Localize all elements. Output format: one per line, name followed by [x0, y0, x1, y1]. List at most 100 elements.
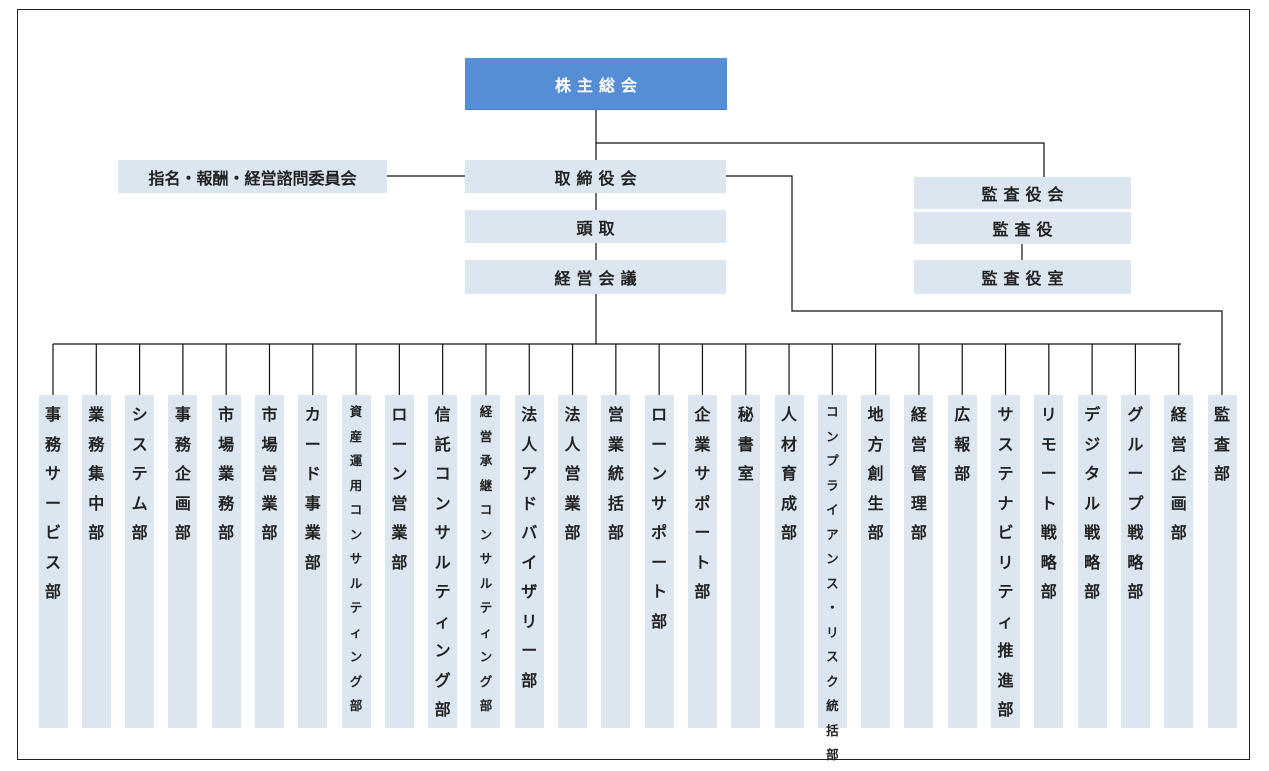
department-char: イ [521, 552, 538, 572]
department-column: 経営企画部 [1164, 395, 1194, 728]
department-column: 事務サービス部 [38, 395, 68, 728]
department-char: 経 [910, 405, 927, 424]
department-char: ス [44, 552, 61, 572]
department-char: ル [479, 575, 493, 591]
department-char: イ [826, 502, 839, 517]
department-char: 進 [997, 670, 1014, 690]
department-char: 部 [910, 523, 927, 542]
department-char: グ [1127, 405, 1144, 424]
department-char: 部 [521, 670, 538, 690]
department-char: ポ [651, 523, 668, 542]
department-char: コ [826, 404, 839, 419]
department-char: ン [826, 428, 839, 444]
department-char: 承 [479, 453, 493, 468]
department-char: ー [521, 641, 538, 660]
department-char: 部 [564, 523, 581, 542]
department-column: ローンサポート部 [644, 395, 674, 728]
department-char: 画 [1170, 493, 1187, 513]
department-char: 理 [910, 493, 927, 513]
department-char: 産 [349, 428, 363, 444]
department-char: サ [349, 551, 363, 566]
department-char: 監 [1213, 405, 1230, 424]
audit-office-label: 監査役室 [981, 269, 1070, 288]
department-char: ン [434, 641, 451, 660]
auditor-label: 監査役 [992, 220, 1059, 239]
department-char: 集 [88, 464, 105, 483]
department-char: 部 [479, 698, 493, 713]
department-char: 書 [737, 434, 754, 454]
department-char: ン [479, 526, 493, 542]
department-char: 部 [997, 700, 1014, 719]
department-char: 部 [1040, 582, 1057, 601]
department-char: 地 [867, 405, 884, 424]
department-char: 事 [44, 405, 61, 424]
department-char: サ [694, 464, 711, 483]
department-char: 戦 [1127, 523, 1144, 542]
department-char: ト [651, 582, 668, 601]
department-char: 部 [131, 523, 148, 542]
board-label: 取締役会 [554, 168, 643, 188]
department-column: グループ戦略部 [1120, 395, 1150, 728]
department-char: 業 [304, 523, 321, 542]
department-char: ス [826, 575, 839, 591]
department-char: 材 [781, 434, 798, 454]
department-char: 部 [391, 552, 408, 572]
department-char: 事 [304, 493, 321, 513]
department-char: 用 [349, 477, 363, 493]
department-char: 画 [174, 493, 191, 513]
department-column: デジタル戦略部 [1077, 395, 1107, 728]
department-char: 部 [1213, 464, 1230, 483]
department-char: 信 [434, 405, 451, 424]
department-char: プ [826, 453, 839, 468]
department-char: ロ [391, 405, 408, 424]
department-char: ン [434, 493, 451, 513]
department-char: 推 [997, 641, 1014, 660]
department-char: 生 [867, 493, 884, 513]
department-char: 部 [867, 523, 884, 542]
department-char: 部 [781, 523, 798, 542]
department-char: 務 [44, 434, 61, 454]
department-char: 企 [174, 464, 191, 483]
department-char: 部 [88, 523, 105, 542]
department-char: ト [1040, 493, 1057, 513]
department-char: 人 [781, 405, 798, 424]
department-column: カード事業部 [298, 395, 328, 728]
department-char: 部 [434, 700, 451, 719]
department-char: 統 [607, 464, 624, 483]
department-char: 統 [826, 698, 839, 713]
department-char: ス [997, 434, 1014, 454]
department-char: ン [479, 649, 493, 664]
department-char: グ [349, 673, 363, 689]
department-char: デ [1084, 405, 1101, 424]
department-char: 広 [954, 405, 971, 424]
department-char: コ [434, 464, 451, 483]
shareholders-meeting-label: 株主総会 [554, 75, 643, 95]
department-char: ア [826, 526, 839, 542]
department-char: ィ [434, 611, 451, 631]
department-column: 経営承継コンサルティング部 [471, 395, 501, 728]
department-column: ローン営業部 [384, 395, 414, 728]
department-column: システム部 [125, 395, 155, 728]
department-char: ー [651, 552, 668, 572]
department-char: ド [304, 464, 321, 483]
department-char: リ [1040, 405, 1057, 424]
department-char: 室 [737, 464, 754, 483]
department-char: 人 [521, 434, 538, 454]
department-char: 営 [479, 428, 493, 444]
department-char: テ [479, 600, 493, 615]
department-column: 人材育成部 [774, 395, 804, 728]
department-char: 営 [607, 405, 624, 424]
department-char: ー [44, 493, 61, 513]
department-char: ビ [997, 523, 1014, 542]
audit-board-label: 監査役会 [981, 185, 1070, 204]
department-column: 市場業務部 [211, 395, 241, 728]
department-char: リ [826, 624, 839, 640]
department-char: ィ [479, 624, 493, 640]
department-char: プ [1127, 493, 1144, 513]
department-char: 戦 [1084, 523, 1101, 542]
department-char: 部 [607, 523, 624, 542]
department-char: ト [694, 552, 711, 572]
department-char: ィ [349, 624, 363, 640]
department-char: ア [521, 464, 538, 483]
